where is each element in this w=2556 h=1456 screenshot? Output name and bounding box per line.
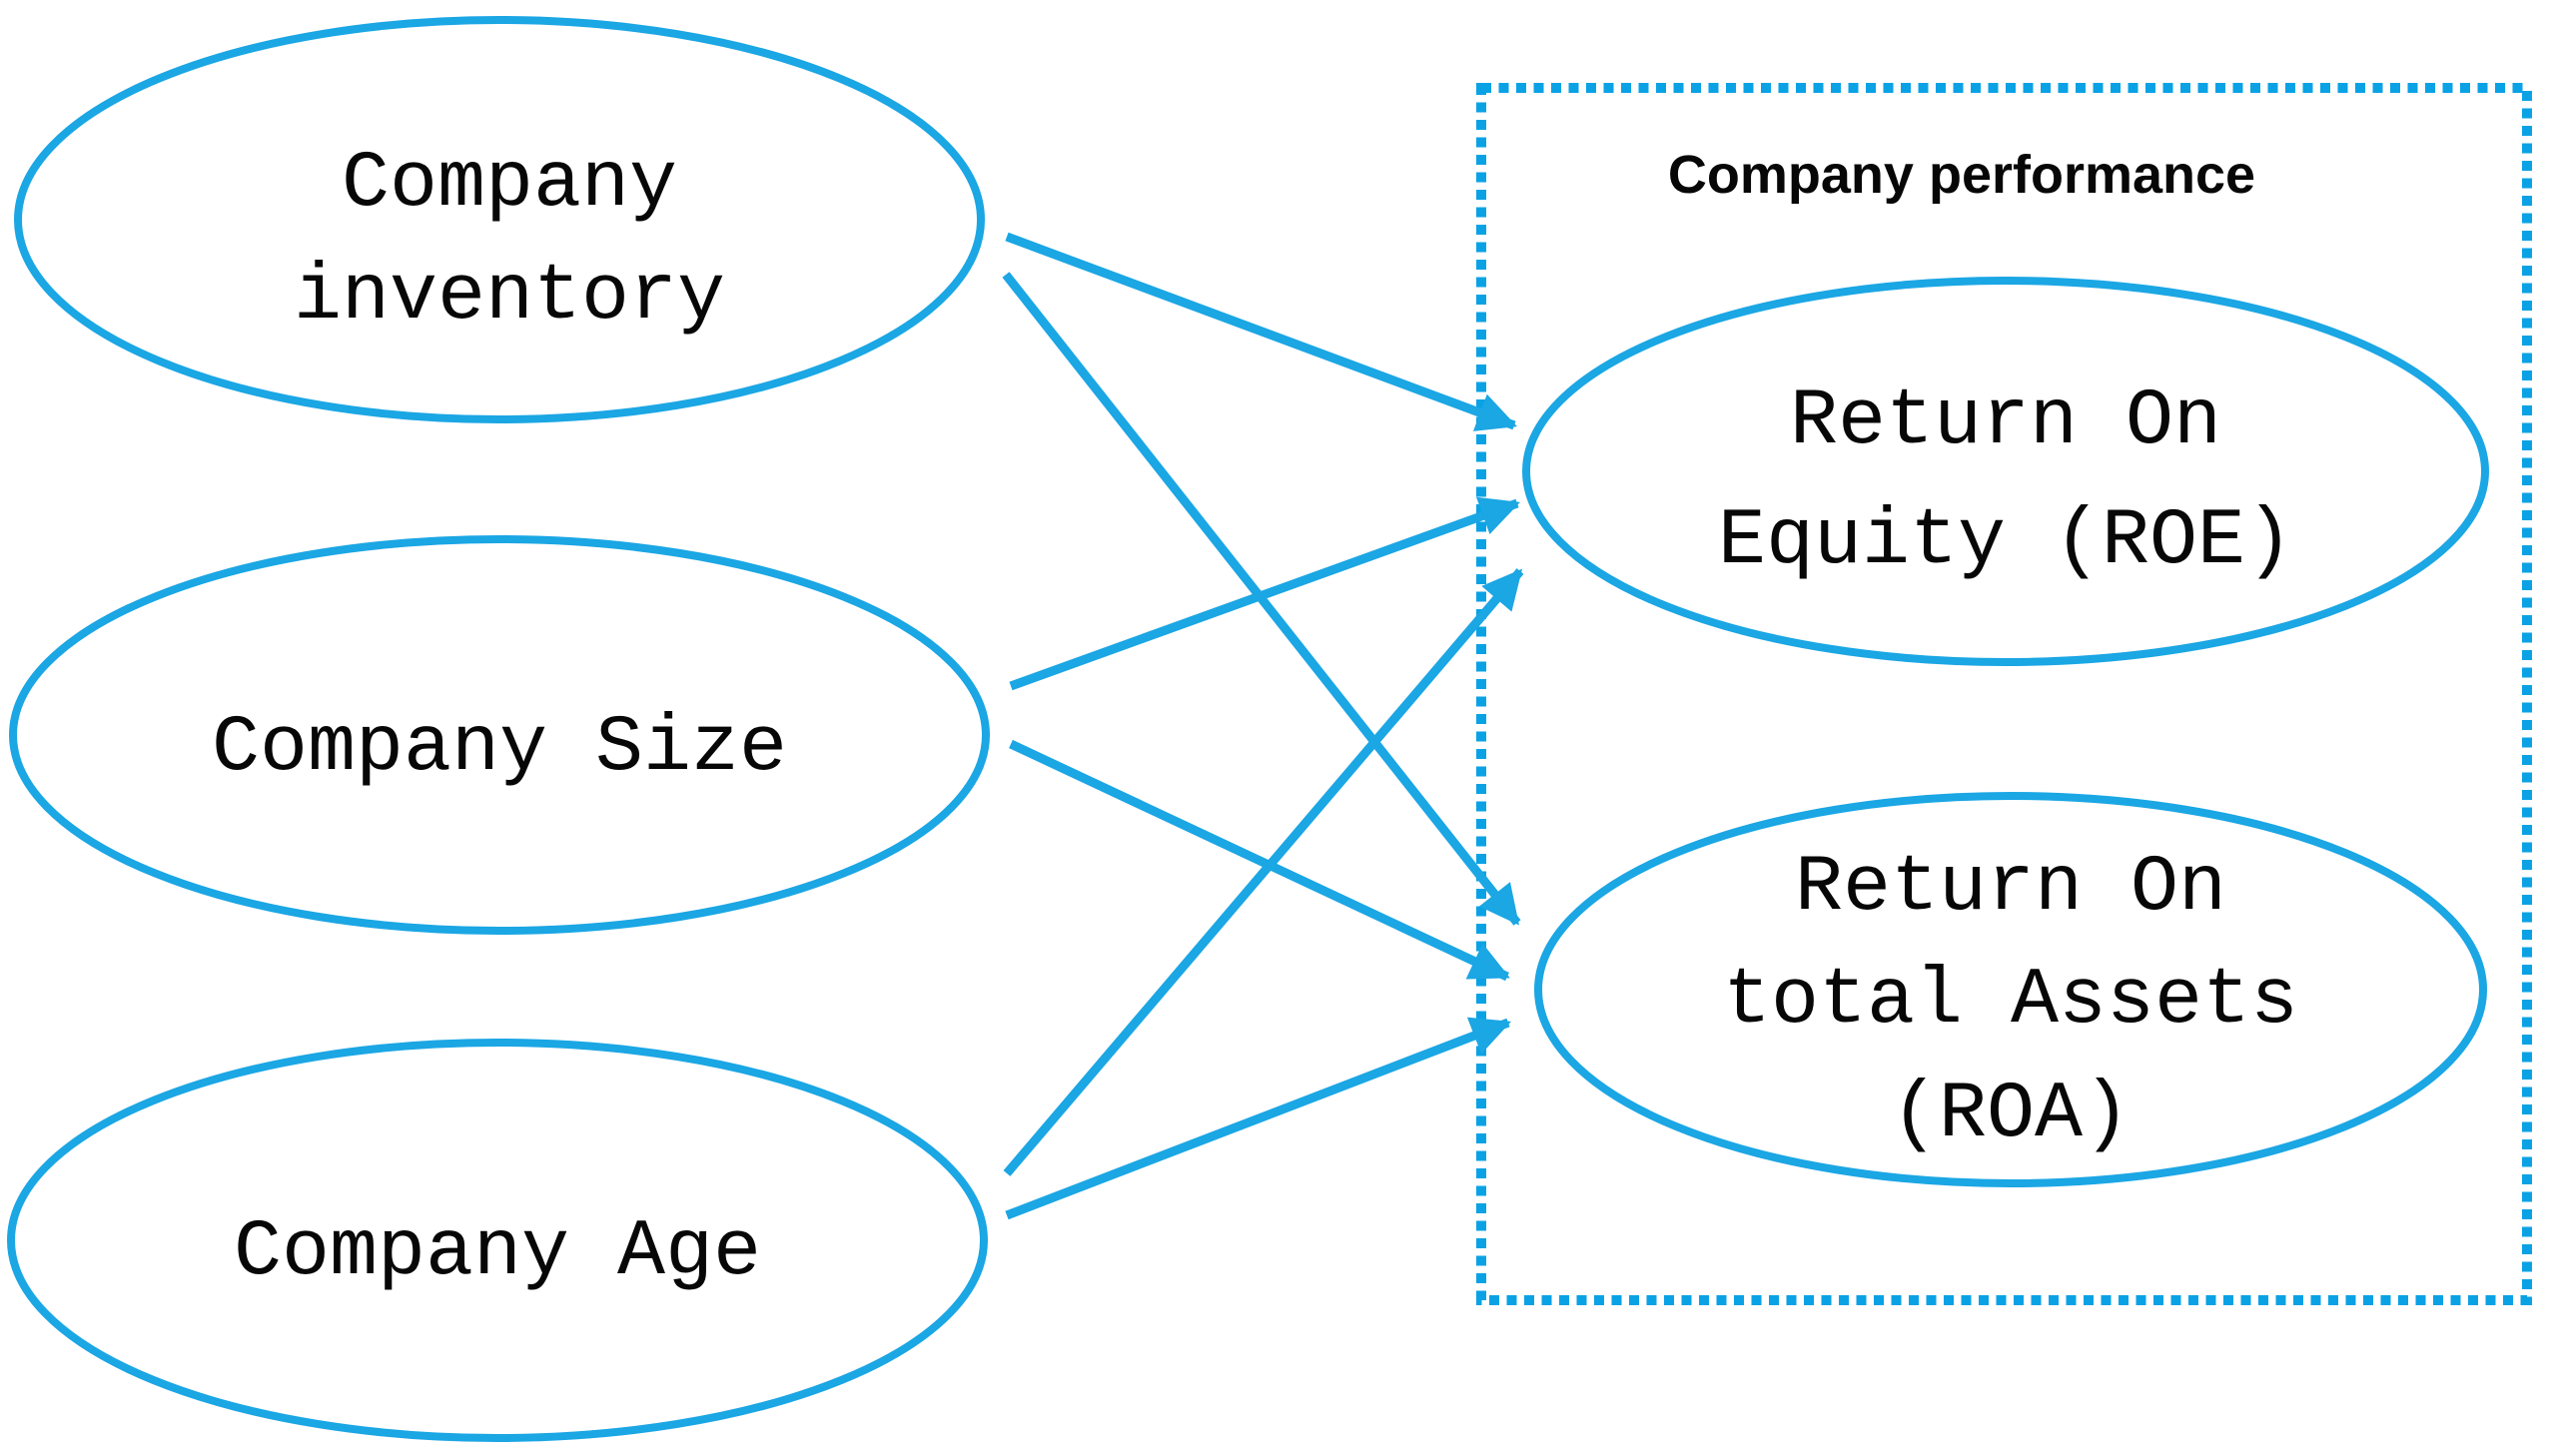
edge-age-to-roa	[1005, 1017, 1511, 1220]
node-company-age-label: Company Age	[234, 1207, 761, 1298]
edge-inventory-to-roe	[1005, 232, 1517, 431]
company-performance-box	[1476, 83, 2532, 1305]
company-performance-box-title: Company performance	[1668, 145, 2255, 205]
node-company-size-label: Company Size	[212, 703, 787, 794]
node-roa-label-line2: total Assets	[1723, 956, 2298, 1047]
node-company-inventory-label-line2: inventory	[294, 252, 725, 343]
node-company-inventory	[14, 16, 985, 423]
node-return-on-total-assets	[1534, 792, 2487, 1187]
node-roe-label-line2: Equity (ROE)	[1718, 496, 2293, 587]
node-company-size	[9, 535, 990, 935]
node-return-on-equity	[1522, 277, 2489, 666]
node-roa-label-line3: (ROA)	[1891, 1070, 2130, 1160]
node-company-age	[7, 1039, 988, 1442]
edge-age-to-roe	[1003, 568, 1524, 1176]
edge-size-to-roa	[1009, 739, 1510, 982]
node-roa-label-line1: Return On	[1795, 843, 2226, 934]
node-roe-label-line1: Return On	[1790, 376, 2221, 467]
edge-size-to-roe	[1009, 496, 1520, 691]
node-company-inventory-label-line1: Company	[342, 139, 677, 230]
